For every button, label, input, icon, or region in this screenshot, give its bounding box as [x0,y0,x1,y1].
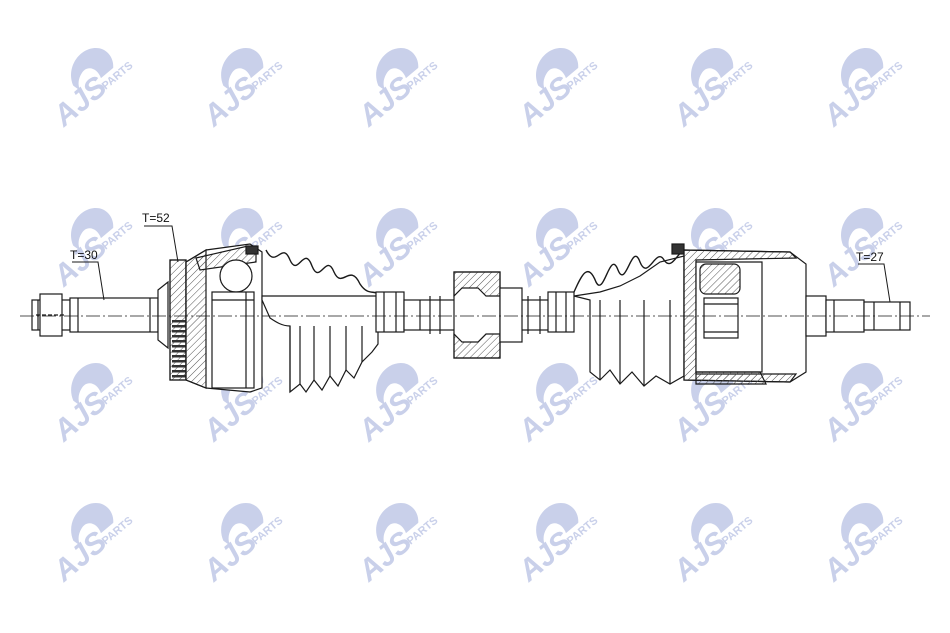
drive-shaft [20,225,930,394]
label-t30: T=30 [70,248,98,262]
abs-tone-ring [169,259,187,381]
label-t27: T=27 [856,250,884,264]
outer-stub-shaft [31,280,169,350]
leader-line-t27 [858,263,891,303]
leader-line-t30 [72,261,105,301]
inner-tripod-housing [683,249,807,385]
inner-boot [547,243,685,387]
leader-line-t52 [144,225,179,263]
label-t52: T=52 [142,211,170,225]
outer-boot [261,249,405,394]
outer-cv-joint [185,243,263,393]
vibration-damper [453,271,523,359]
